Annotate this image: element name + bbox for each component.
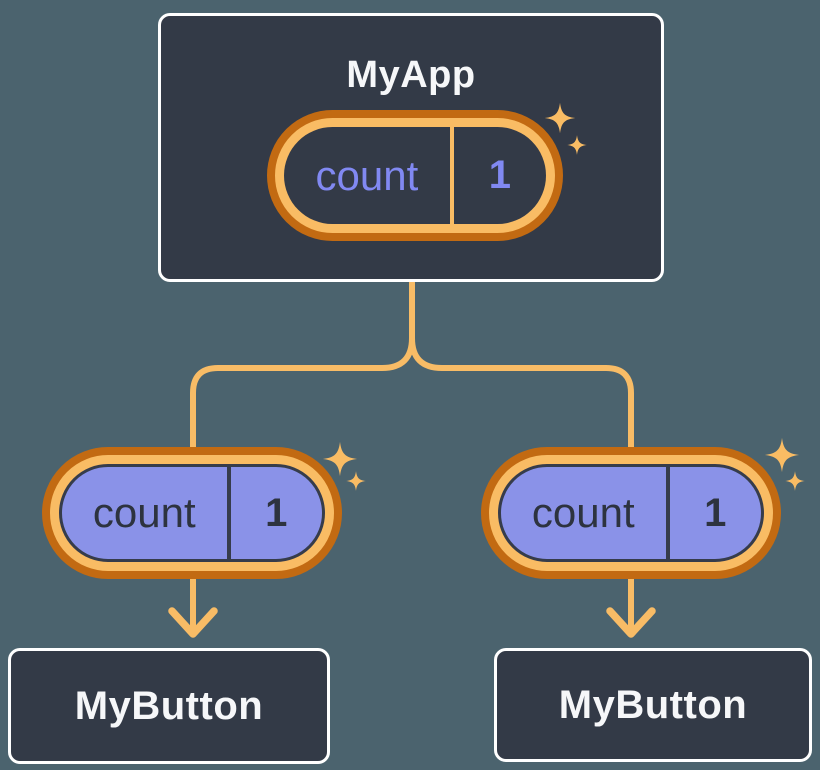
sparkle-icon xyxy=(764,437,800,473)
prop-pill-right: count 1 xyxy=(481,447,781,579)
node-mybutton-left-title: MyButton xyxy=(74,683,264,728)
prop-pill-label: count xyxy=(531,489,635,536)
prop-pill-value: 1 xyxy=(226,467,322,559)
node-myapp: MyApp count 1 xyxy=(158,13,664,282)
state-pill-label: count xyxy=(315,151,419,199)
sparkle-icon xyxy=(785,471,805,491)
edge-right xyxy=(409,280,634,633)
prop-pill-value: 1 xyxy=(665,467,761,559)
node-mybutton-right: MyButton xyxy=(494,648,812,762)
sparkle-icon xyxy=(544,102,576,134)
state-pill-capsule: count 1 xyxy=(284,127,546,224)
state-pill-value: 1 xyxy=(449,127,546,224)
sparkle-icon xyxy=(322,441,358,477)
sparkle-icon xyxy=(567,135,587,155)
prop-pill-capsule: count 1 xyxy=(59,464,325,562)
arrowhead-right-icon xyxy=(606,607,656,638)
prop-pill-capsule: count 1 xyxy=(498,464,764,562)
node-mybutton-right-title: MyButton xyxy=(558,682,748,727)
prop-pill-label: count xyxy=(92,489,196,536)
sparkle-icon xyxy=(346,471,366,491)
prop-pill-left: count 1 xyxy=(42,447,342,579)
node-myapp-title: MyApp xyxy=(346,54,476,96)
state-pill-myapp: count 1 xyxy=(267,110,563,241)
node-mybutton-left: MyButton xyxy=(8,648,330,764)
edge-left xyxy=(190,280,415,633)
arrowhead-left-icon xyxy=(168,607,218,638)
